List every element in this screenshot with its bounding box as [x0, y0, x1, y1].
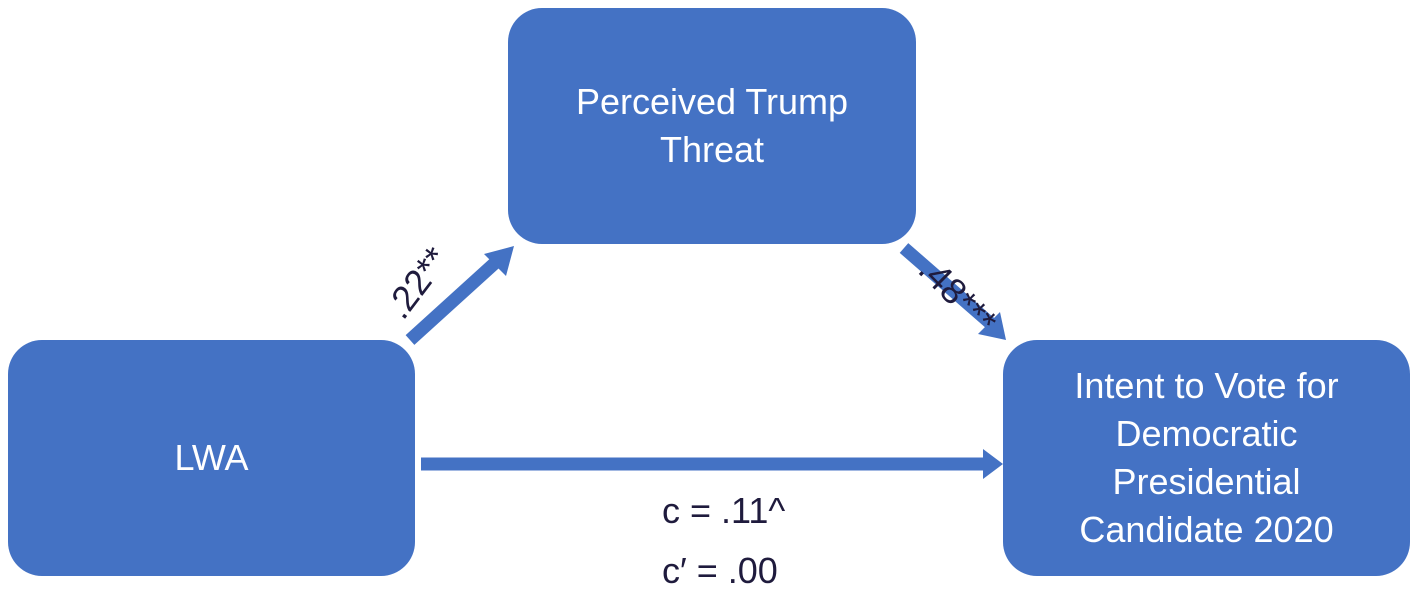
arrow-b: [899, 243, 995, 328]
mediator-node: Perceived Trump Threat: [508, 8, 916, 244]
outcome-label: Intent to Vote for Democratic Presidenti…: [1074, 365, 1339, 550]
predictor-label: LWA: [174, 437, 249, 478]
mediator-label: Perceived Trump Threat: [575, 81, 849, 170]
arrow-c-head: [983, 449, 1003, 479]
arrow-a-head: [484, 246, 514, 276]
path-c-coefficient: c = .11^: [662, 490, 786, 531]
arrow-a: [405, 257, 501, 345]
path-c-prime-coefficient: c′ = .00: [662, 550, 778, 591]
arrow-b-head: [978, 312, 1006, 340]
predictor-node: LWA: [8, 340, 415, 576]
outcome-node: Intent to Vote for Democratic Presidenti…: [1003, 340, 1410, 576]
